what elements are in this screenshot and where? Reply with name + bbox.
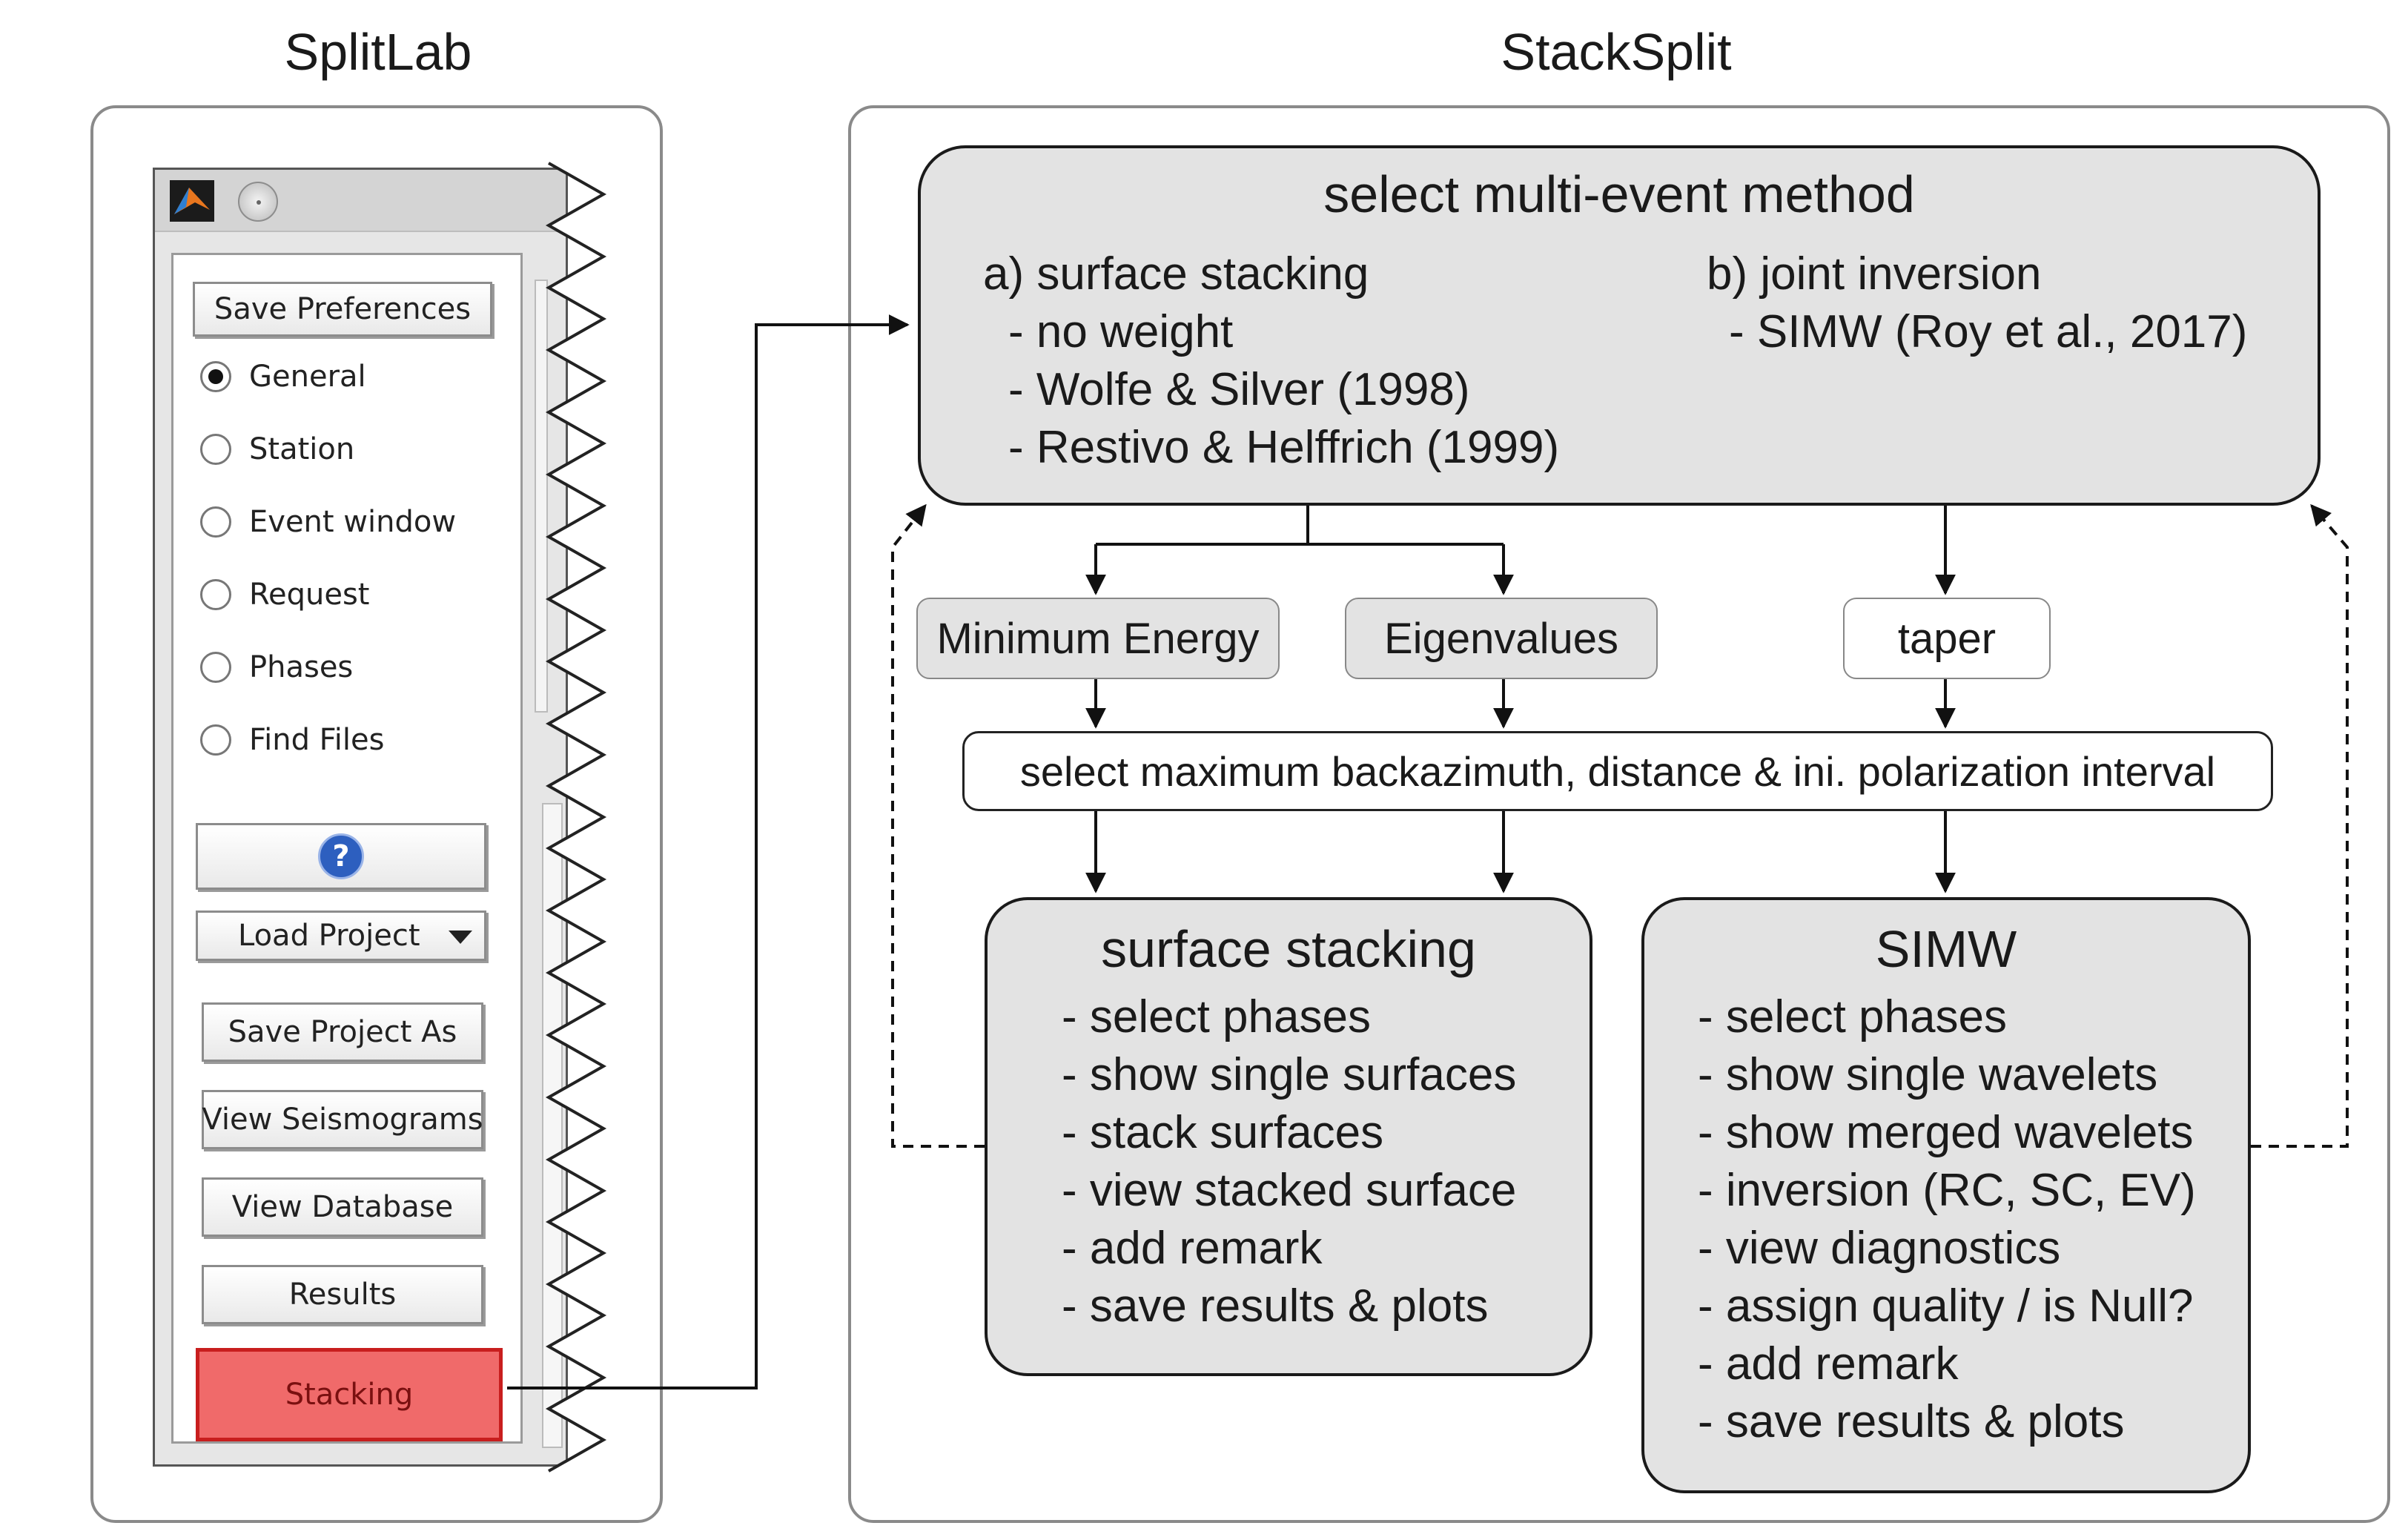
simw-item: - inversion (RC, SC, EV): [1698, 1165, 2196, 1216]
window-titlebar: [155, 170, 566, 232]
view-database-button[interactable]: View Database: [202, 1177, 483, 1237]
scrollbar[interactable]: [535, 280, 548, 713]
surface-stacking-item: - view stacked surface: [1062, 1165, 1517, 1216]
window-menu-icon[interactable]: [238, 182, 278, 222]
help-icon: ?: [318, 833, 364, 879]
simw-item: - view diagnostics: [1698, 1223, 2061, 1274]
preferences-panel: Save Preferences General Station Event w…: [171, 253, 523, 1444]
torn-edge-mask: [549, 163, 623, 1471]
method-b-heading: b) joint inversion: [1707, 248, 2042, 300]
radio-station[interactable]: Station: [200, 427, 354, 472]
radio-request[interactable]: Request: [200, 572, 369, 617]
radio-icon: [200, 724, 231, 756]
stacking-to-method-arrow: [507, 314, 910, 1389]
simw-item: - add remark: [1698, 1338, 1959, 1389]
radio-event-window[interactable]: Event window: [200, 500, 456, 544]
view-seismograms-button[interactable]: View Seismograms: [202, 1090, 483, 1149]
radio-icon: [200, 579, 231, 610]
radio-label: Find Files: [249, 723, 385, 757]
load-project-label: Load Project: [238, 919, 420, 953]
help-button[interactable]: ?: [196, 823, 486, 890]
method-a-item: - Wolfe & Silver (1998): [1008, 364, 1470, 415]
results-button[interactable]: Results: [202, 1265, 483, 1324]
simw-item: - save results & plots: [1698, 1396, 2125, 1447]
radio-icon: [200, 434, 231, 465]
radio-phases[interactable]: Phases: [200, 645, 353, 690]
radio-label: Station: [249, 432, 355, 466]
surface-stacking-item: - add remark: [1062, 1223, 1323, 1274]
radio-label: Request: [249, 578, 370, 612]
splitlab-title: SplitLab: [284, 23, 472, 81]
method-box: select multi-event method a) surface sta…: [918, 145, 2321, 506]
radio-selected-icon: [200, 361, 231, 392]
surface-stacking-item: - select phases: [1062, 991, 1371, 1042]
save-project-as-button[interactable]: Save Project As: [202, 1002, 483, 1062]
splitlab-window: Save Preferences General Station Event w…: [153, 168, 568, 1467]
simw-item: - select phases: [1698, 991, 2007, 1042]
taper-box: taper: [1843, 598, 2051, 679]
radio-label: Event window: [249, 505, 457, 539]
radio-find-files[interactable]: Find Files: [200, 718, 384, 762]
stacksplit-title: StackSplit: [1501, 23, 1732, 81]
matlab-logo-icon: [170, 180, 214, 222]
method-box-title: select multi-event method: [1323, 165, 1915, 223]
surface-stacking-item: - save results & plots: [1062, 1280, 1489, 1332]
stacksplit-panel: [848, 105, 2390, 1523]
chevron-down-icon: [449, 931, 472, 944]
torn-edge-line: [545, 162, 607, 1473]
surface-stacking-box: surface stacking - select phases - show …: [985, 897, 1592, 1376]
eigenvalues-box: Eigenvalues: [1345, 598, 1658, 679]
radio-icon: [200, 506, 231, 538]
simw-item: - show single wavelets: [1698, 1049, 2158, 1100]
surface-stacking-title: surface stacking: [1101, 920, 1476, 978]
surface-stacking-item: - show single surfaces: [1062, 1049, 1517, 1100]
method-a-item: - Restivo & Helffrich (1999): [1008, 422, 1560, 473]
surface-loop-back-arrow: [891, 503, 985, 1148]
simw-loop-back-arrow: [2251, 503, 2349, 1148]
method-a-heading: a) surface stacking: [983, 248, 1369, 300]
radio-label: General: [249, 360, 366, 394]
simw-box: SIMW - select phases - show single wavel…: [1641, 897, 2251, 1493]
stacking-button[interactable]: Stacking: [196, 1348, 503, 1441]
splitlab-panel: [90, 105, 663, 1523]
save-preferences-button[interactable]: Save Preferences: [193, 282, 492, 337]
interval-box: select maximum backazimuth, distance & i…: [962, 731, 2273, 811]
radio-general[interactable]: General: [200, 354, 366, 399]
simw-item: - show merged wavelets: [1698, 1107, 2194, 1158]
method-b-item: - SIMW (Roy et al., 2017): [1729, 306, 2248, 357]
method-a-item: - no weight: [1008, 306, 1234, 357]
simw-item: - assign quality / is Null?: [1698, 1280, 2194, 1332]
radio-label: Phases: [249, 650, 354, 684]
minimum-energy-box: Minimum Energy: [916, 598, 1280, 679]
simw-title: SIMW: [1875, 920, 2017, 978]
load-project-dropdown[interactable]: Load Project: [196, 911, 486, 961]
torn-edge: [545, 162, 623, 1473]
surface-stacking-item: - stack surfaces: [1062, 1107, 1384, 1158]
radio-icon: [200, 652, 231, 683]
